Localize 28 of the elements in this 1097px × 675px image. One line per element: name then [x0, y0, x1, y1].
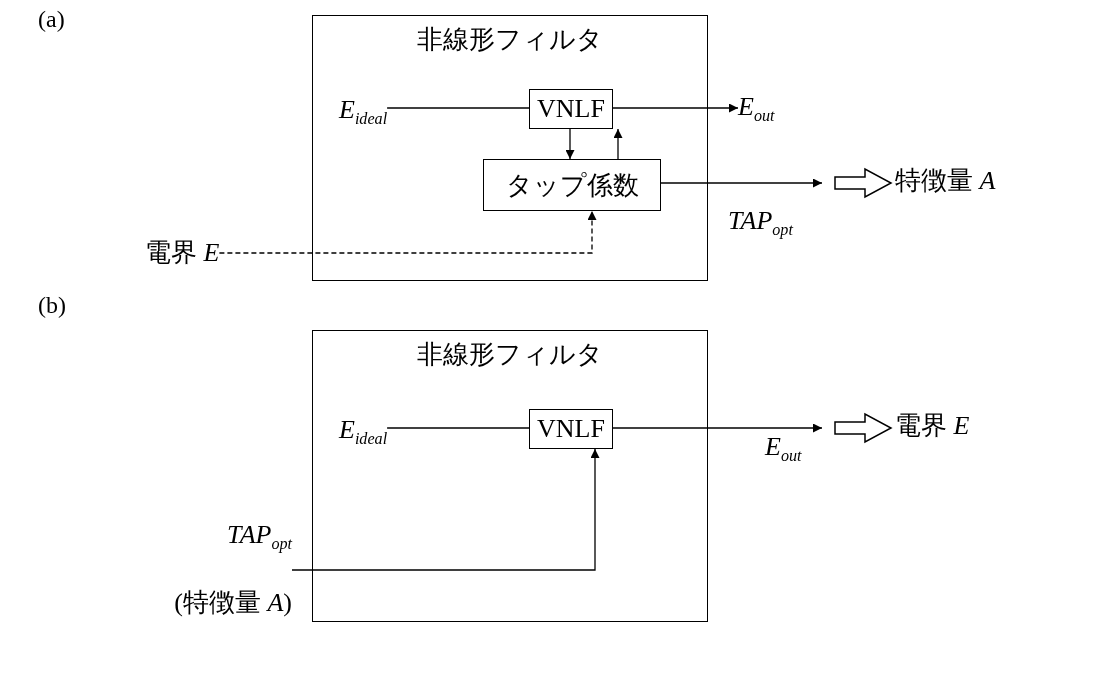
signal-label: (特徴量 A)	[174, 587, 292, 619]
signal-label: E$_{out}$	[738, 90, 775, 128]
arrow	[660, 178, 823, 188]
signal-label: E$_{ideal}$	[339, 413, 388, 451]
arrow	[613, 128, 623, 160]
filter-box	[312, 330, 708, 622]
filter-box	[312, 15, 708, 281]
process-box: タップ係数	[483, 159, 661, 211]
arrow	[218, 210, 597, 254]
signal-label: 電界 E	[895, 409, 970, 443]
arrow	[612, 103, 739, 113]
line	[386, 427, 530, 429]
signal-label: 特徴量 A	[895, 164, 996, 198]
arrow	[565, 128, 575, 160]
signal-label: E$_{ideal}$	[339, 93, 388, 131]
line	[386, 107, 530, 109]
heading: 非線形フィルタ	[416, 339, 604, 371]
block-arrow	[834, 167, 893, 199]
heading: 非線形フィルタ	[416, 24, 604, 56]
process-box: VNLF	[529, 409, 613, 449]
process-box: VNLF	[529, 89, 613, 129]
arrow	[291, 448, 600, 571]
signal-label: 電界 E	[145, 236, 220, 270]
panel-label: (b)	[38, 292, 66, 319]
signal-label: TAP$_{opt}$	[227, 520, 292, 554]
arrow	[612, 423, 823, 433]
block-arrow	[834, 412, 893, 444]
panel-label: (a)	[38, 6, 65, 33]
